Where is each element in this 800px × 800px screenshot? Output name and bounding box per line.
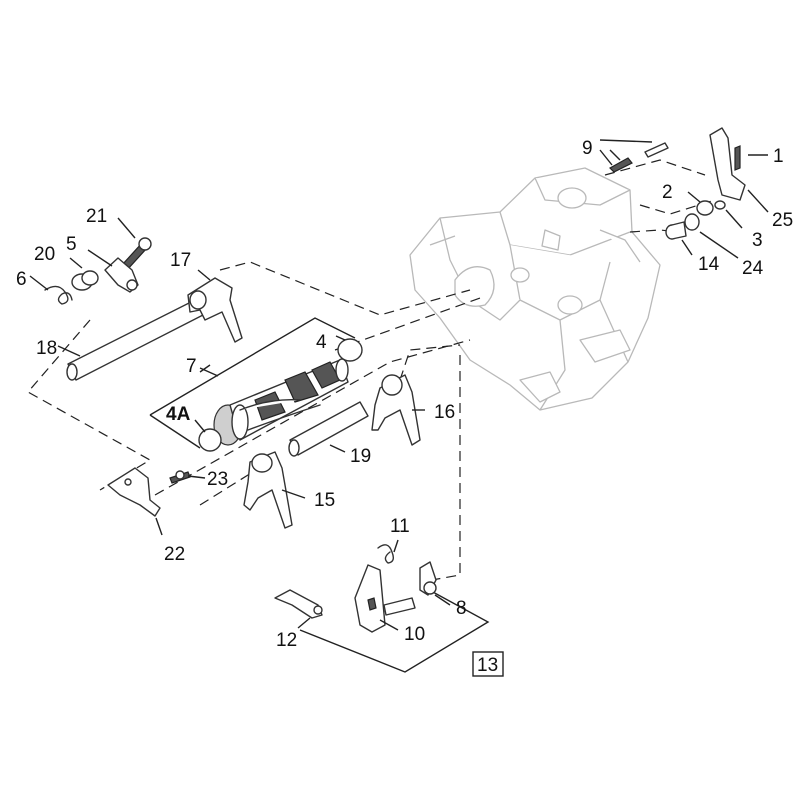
arm-12 bbox=[274, 589, 323, 619]
seal-24 bbox=[684, 213, 700, 231]
callout-3: 3 bbox=[752, 230, 763, 251]
callout-12: 12 bbox=[276, 630, 297, 651]
callout-2: 2 bbox=[662, 182, 673, 203]
detent-arm-5 bbox=[104, 257, 139, 293]
callout-17: 17 bbox=[170, 250, 191, 271]
bushing-14 bbox=[665, 221, 687, 240]
callout-16: 16 bbox=[434, 402, 455, 423]
callout-24: 24 bbox=[742, 258, 764, 279]
callout-11: 11 bbox=[390, 516, 410, 537]
callout-7: 7 bbox=[186, 356, 197, 377]
callout-15: 15 bbox=[314, 490, 335, 511]
spring-11 bbox=[377, 544, 395, 564]
washer-2 bbox=[696, 200, 714, 216]
callout-18: 18 bbox=[36, 338, 57, 359]
callout-20: 20 bbox=[34, 244, 55, 265]
pawl-8 bbox=[419, 561, 437, 596]
callout-22: 22 bbox=[164, 544, 185, 565]
shift-fork-15 bbox=[243, 451, 293, 529]
callout-13-box bbox=[472, 651, 504, 677]
o-ring-3 bbox=[714, 200, 726, 210]
callout-4: 4 bbox=[316, 332, 327, 353]
callout-25: 25 bbox=[772, 210, 793, 231]
callout-23: 23 bbox=[207, 469, 228, 490]
callout-13: 13 bbox=[477, 655, 498, 676]
shift-lever-1 bbox=[709, 127, 746, 201]
shaft-18 bbox=[66, 299, 204, 381]
callout-8: 8 bbox=[456, 598, 467, 619]
leader-lines bbox=[29, 139, 769, 631]
screw-23 bbox=[169, 470, 191, 484]
callout-labels: 1 2 3 4 4A 5 6 7 8 9 10 11 12 13 14 15 1… bbox=[16, 138, 793, 677]
shift-fork-16 bbox=[371, 374, 421, 446]
assembly-brackets bbox=[149, 317, 490, 673]
shifter-plate-10 bbox=[354, 564, 416, 633]
callout-6: 6 bbox=[16, 269, 27, 290]
ring-4a bbox=[198, 428, 222, 452]
callout-19: 19 bbox=[350, 446, 371, 467]
callout-4a: 4A bbox=[166, 404, 191, 425]
pin-9 bbox=[609, 142, 669, 173]
transmission-housing bbox=[409, 167, 661, 411]
shift-fork-17 bbox=[187, 277, 243, 343]
spring-6 bbox=[44, 285, 73, 305]
callout-21: 21 bbox=[86, 206, 107, 227]
bolt-21 bbox=[121, 237, 152, 271]
callout-14: 14 bbox=[698, 254, 720, 275]
ring-4 bbox=[337, 338, 363, 362]
shift-drum bbox=[213, 358, 349, 446]
callout-1: 1 bbox=[773, 146, 784, 167]
shaft-19 bbox=[288, 401, 369, 457]
detent-bracket-22 bbox=[107, 467, 161, 517]
spacer-20 bbox=[71, 270, 99, 291]
callout-10: 10 bbox=[404, 624, 425, 645]
callout-5: 5 bbox=[66, 234, 77, 255]
callout-9: 9 bbox=[582, 138, 593, 159]
